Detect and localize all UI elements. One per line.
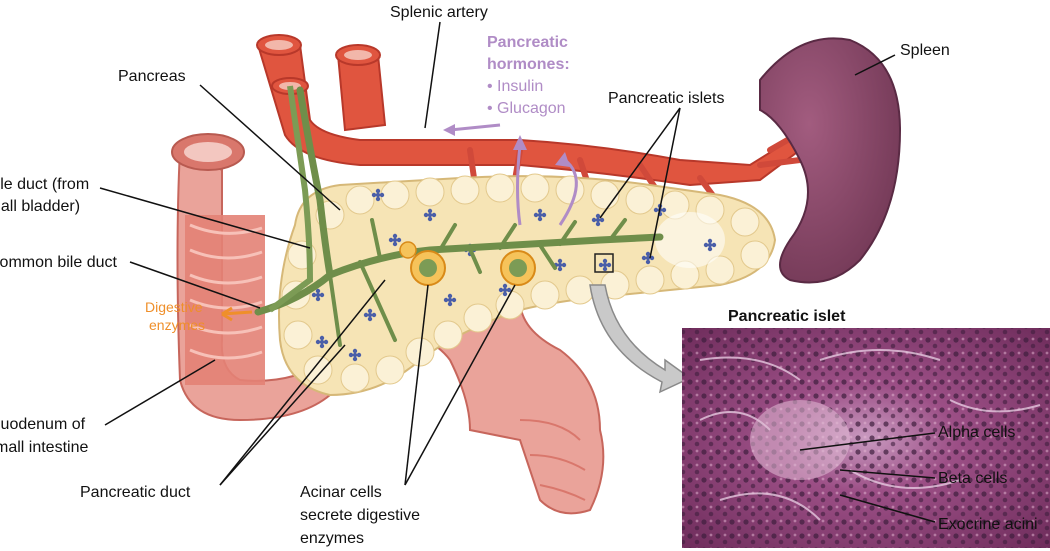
hormone-glucagon: • Glucagon [487,100,566,117]
label-pancreatic-islets: Pancreatic islets [608,90,725,107]
label-bile-duct-line1: Bile duct (from [0,176,90,193]
label-alpha-cells: Alpha cells [938,424,1016,441]
label-pancreatic-duct: Pancreatic duct [80,484,191,501]
enzymes-line2: enzymes [149,317,206,333]
hormone-title-line2: hormones: [487,56,570,73]
label-beta-cells: Beta cells [938,470,1008,487]
histology-inset [682,328,1050,548]
label-acinar-line3: enzymes [300,530,365,547]
inset-arrow [589,284,692,394]
hormone-arrowheads [443,124,570,167]
label-duodenum-line2: small intestine [0,439,89,456]
acinar-cells [399,241,536,286]
enzymes-line1: Digestive [145,299,203,315]
enzyme-arrow [221,306,253,322]
duodenum [171,133,605,515]
islet-marker-box [594,253,614,273]
label-acinar-line1: Acinar cells [300,484,382,501]
label-common-bile-duct: Common bile duct [0,254,117,271]
pancreatic-islets [311,188,717,362]
label-acinar-line2: secrete digestive [300,507,421,524]
label-bile-duct-line2: gall bladder) [0,198,81,215]
leader-lines [99,21,936,523]
label-spleen: Spleen [900,42,950,59]
spleen [759,37,902,284]
label-duodenum-line1: Duodenum of [0,416,86,433]
label-pancreas: Pancreas [118,68,186,85]
hormone-title-line1: Pancreatic [487,34,568,51]
label-pancreatic-islet-title: Pancreatic islet [728,308,846,325]
bile-duct [268,85,314,313]
label-exocrine-acini: Exocrine acini [938,516,1038,533]
label-splenic-artery: Splenic artery [390,4,488,21]
hormone-arrows [449,123,578,226]
hormone-insulin: • Insulin [487,78,544,95]
